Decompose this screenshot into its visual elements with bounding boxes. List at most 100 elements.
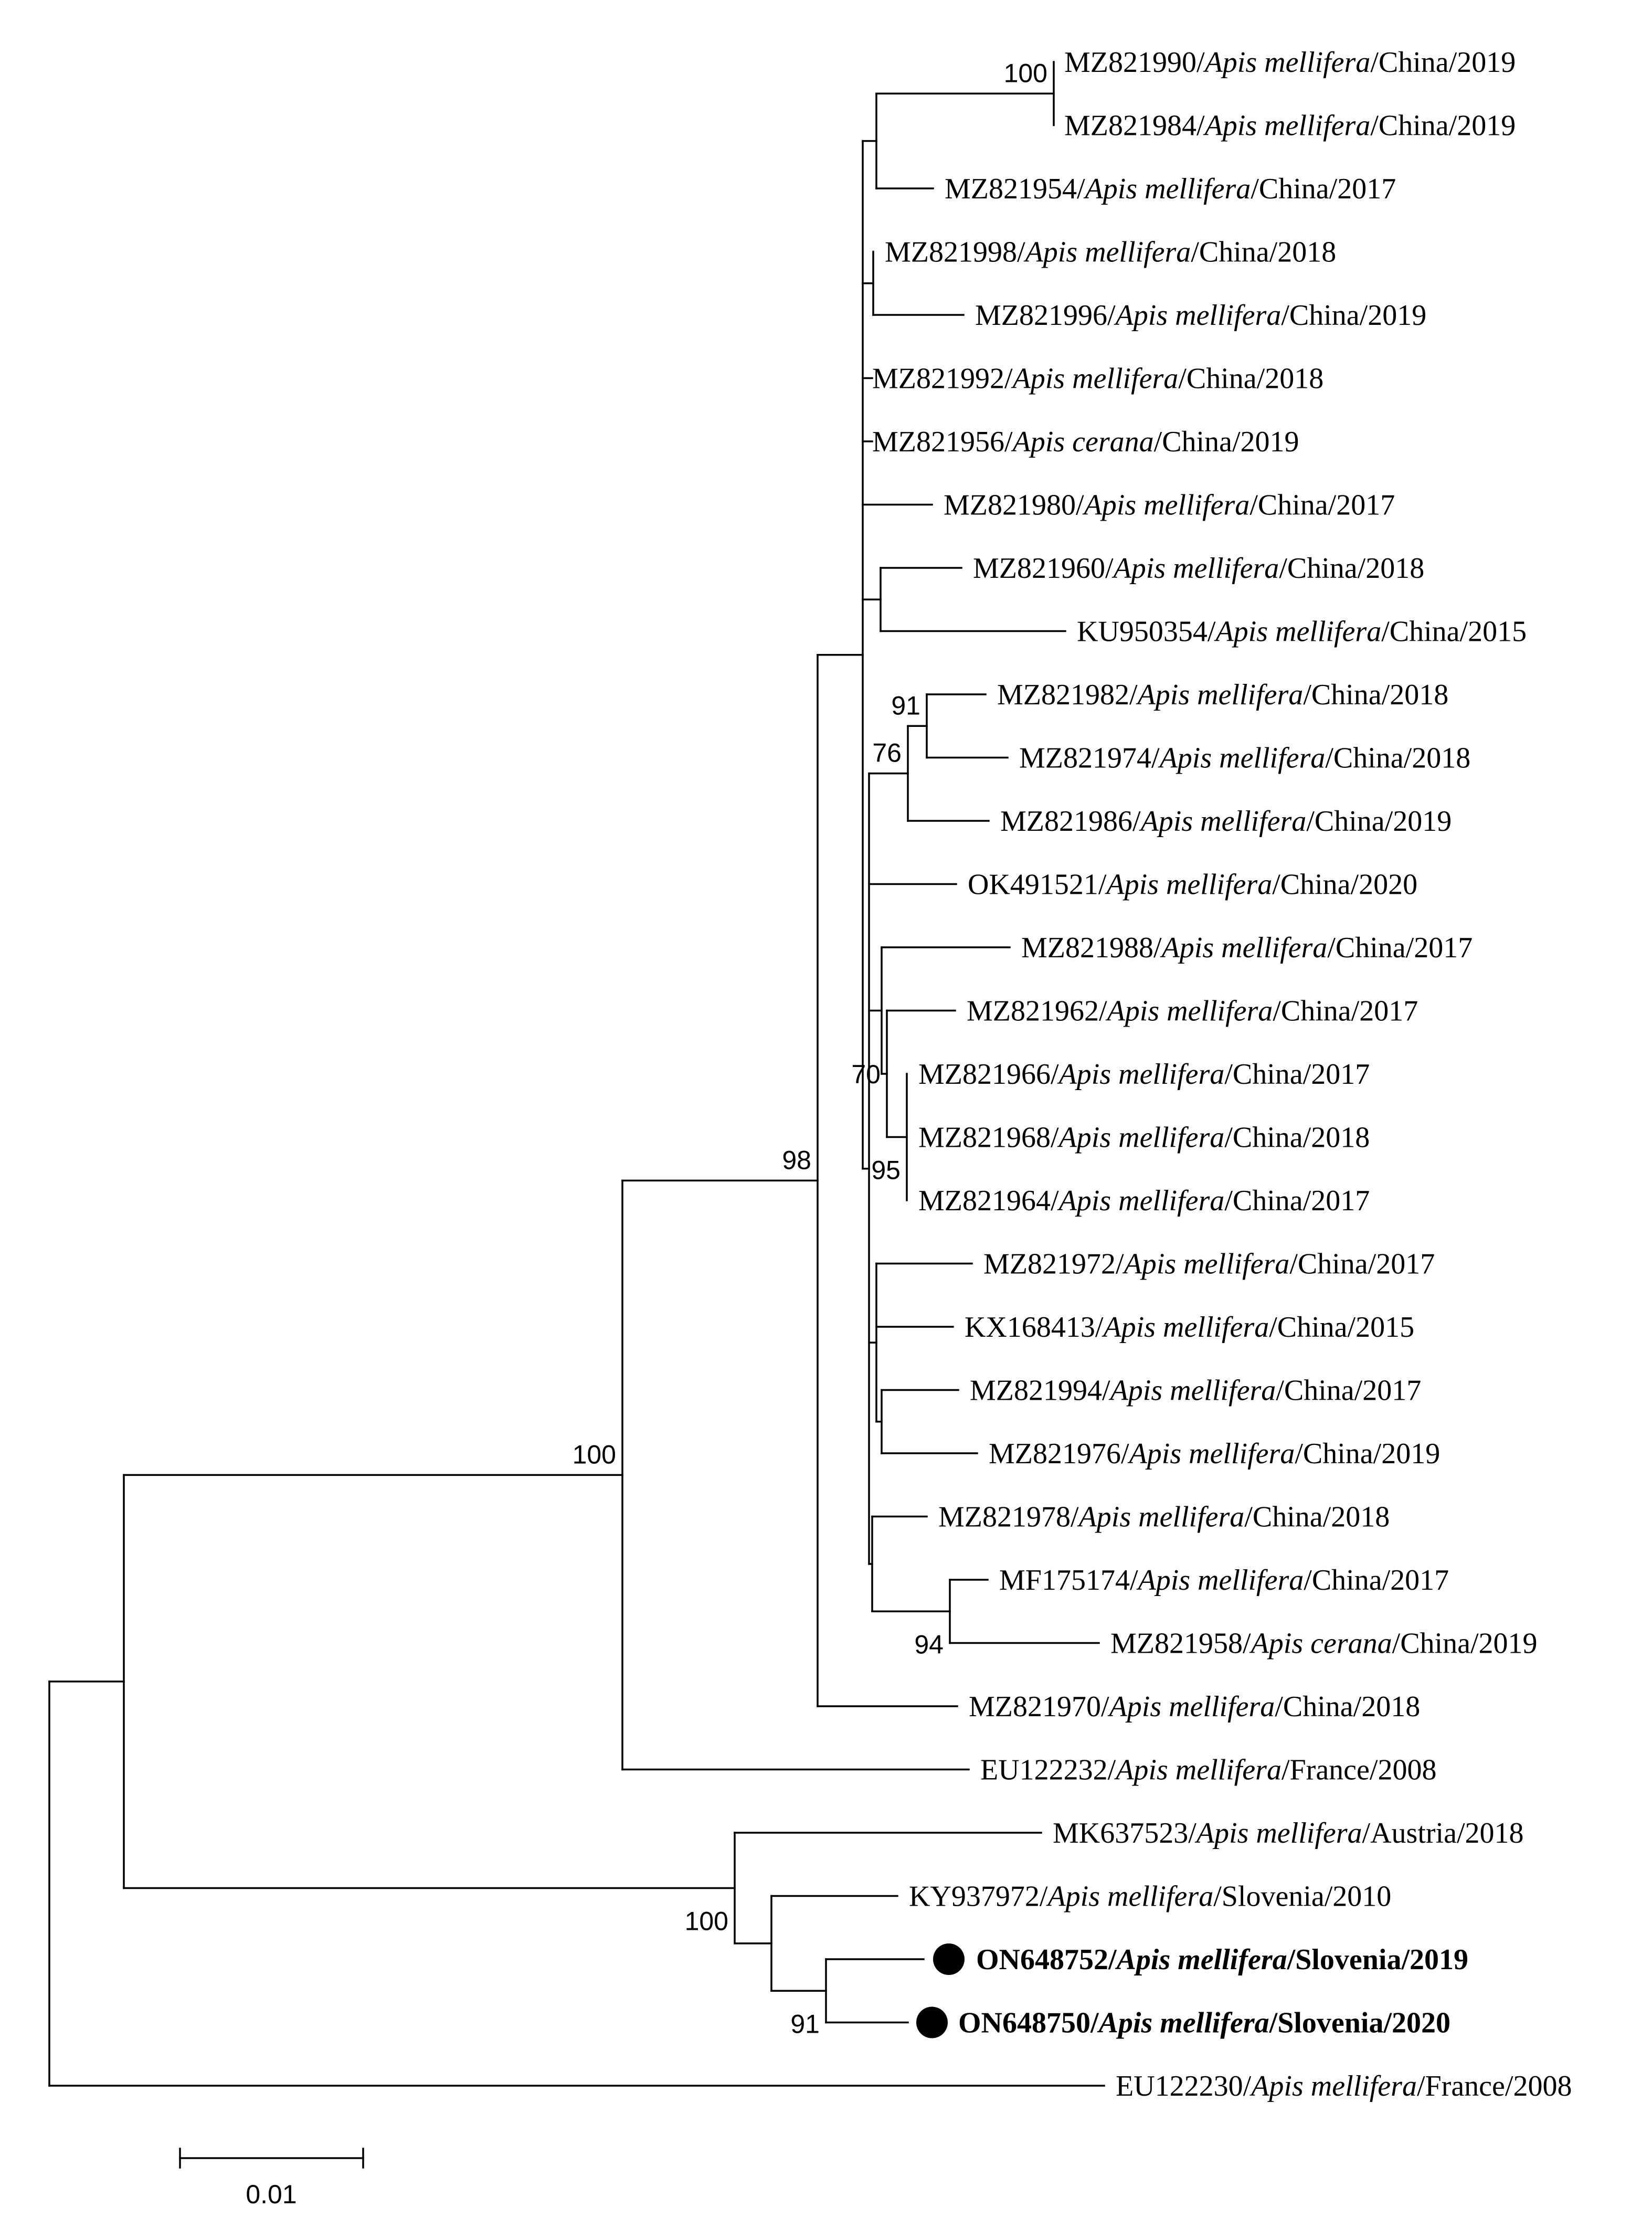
leaf-label-mz821954: MZ821954/Apis mellifera/China/2017: [945, 173, 1396, 205]
leaf-species: Apis mellifera: [1057, 1185, 1225, 1217]
leaf-separator: /: [1196, 46, 1205, 79]
bootstrap-clade-china: 98: [782, 1145, 811, 1175]
leaf-accession: MK637523: [1053, 1817, 1188, 1850]
leaf-origin: China/2018: [1187, 363, 1323, 395]
leaf-accession: KY937972: [909, 1880, 1040, 1913]
leaf-origin: China/2017: [1284, 1375, 1421, 1407]
leaf-species: Apis mellifera: [1194, 1817, 1362, 1850]
leaf-species: Apis mellifera: [1082, 489, 1250, 522]
leaf-origin: China/2017: [1336, 932, 1473, 964]
leaf-separator: /: [1040, 1880, 1048, 1913]
leaf-species: Apis mellifera: [1122, 1248, 1290, 1281]
leaf-species: Apis mellifera: [1104, 869, 1272, 901]
leaf-separator: /: [1208, 616, 1216, 648]
leaf-species: Apis cerana: [1249, 1628, 1392, 1660]
tree-branches: [48, 61, 1105, 2087]
leaf-origin: Slovenia/2019: [1295, 1943, 1468, 1976]
leaf-separator: /: [1213, 1880, 1222, 1913]
leaf-accession: MZ821984: [1064, 110, 1196, 142]
leaf-separator: /: [1071, 1501, 1079, 1534]
leaf-label-mz821978: MZ821978/Apis mellifera/China/2018: [938, 1501, 1390, 1534]
leaf-label-eu122230: EU122230/Apis mellifera/France/2008: [1116, 2070, 1572, 2102]
bootstrap-clade-h: 70: [851, 1060, 881, 1089]
leaf-origin: Slovenia/2010: [1222, 1880, 1392, 1913]
leaf-separator: /: [1282, 1754, 1290, 1787]
leaf-species: Apis mellifera: [1011, 363, 1179, 395]
leaf-label-mz821974: MZ821974/Apis mellifera/China/2018: [1019, 742, 1470, 775]
leaf-separator: /: [1076, 489, 1084, 522]
leaf-origin: China/2015: [1390, 616, 1527, 648]
leaf-species: Apis mellifera: [1249, 2070, 1417, 2102]
leaf-species: Apis mellifera: [1057, 1122, 1225, 1154]
leaf-separator: /: [1095, 1311, 1104, 1344]
leaf-label-mz821988: MZ821988/Apis mellifera/China/2017: [1021, 932, 1473, 964]
leaf-label-mz821958: MZ821958/Apis cerana/China/2019: [1110, 1628, 1538, 1660]
leaf-origin: China/2019: [1379, 46, 1516, 79]
leaf-accession: MZ821988: [1021, 932, 1153, 964]
leaf-separator: /: [1178, 363, 1187, 395]
leaf-origin: China/2017: [1312, 1564, 1449, 1597]
leaf-accession: MZ821982: [997, 679, 1129, 711]
leaf-separator: /: [1130, 1564, 1138, 1597]
leaf-separator: /: [1275, 1690, 1283, 1723]
leaf-separator: /: [1101, 1690, 1109, 1723]
filled-circle-icon: [933, 1943, 965, 1975]
leaf-origin: China/2018: [1283, 1690, 1420, 1723]
leaf-species: Apis mellifera: [1101, 1311, 1269, 1344]
leaf-label-mk637523: MK637523/Apis mellifera/Austria/2018: [1053, 1817, 1524, 1850]
leaf-separator: /: [1004, 363, 1013, 395]
leaf-species: Apis mellifera: [1136, 1564, 1304, 1597]
leaf-label-mz821992: MZ821992/Apis mellifera/China/2018: [872, 363, 1323, 395]
leaf-label-mz821968: MZ821968/Apis mellifera/China/2018: [918, 1122, 1370, 1154]
leaf-species: Apis mellifera: [1115, 1943, 1287, 1976]
leaf-separator: /: [1077, 173, 1085, 205]
leaf-label-ku950354: KU950354/Apis mellifera/China/2015: [1077, 616, 1527, 648]
leaf-separator: /: [1279, 552, 1287, 585]
leaf-species: Apis mellifera: [1114, 299, 1282, 332]
leaf-separator: /: [1099, 995, 1107, 1028]
bootstrap-clade-t: 100: [685, 1906, 728, 1936]
leaf-separator: /: [1243, 2070, 1252, 2102]
leaf-accession: MZ821954: [945, 173, 1077, 205]
leaf-separator: /: [1151, 742, 1160, 775]
leaf-species: Apis mellifera: [1203, 46, 1371, 79]
bootstrap-clade-g: 95: [871, 1156, 901, 1185]
leaf-accession: MZ821978: [938, 1501, 1071, 1534]
leaf-separator: /: [1121, 1438, 1129, 1470]
leaf-label-mz821964: MZ821964/Apis mellifera/China/2017: [918, 1185, 1370, 1217]
leaf-accession: MZ821972: [983, 1248, 1116, 1281]
leaf-label-eu122232: EU122232/Apis mellifera/France/2008: [980, 1754, 1436, 1787]
leaf-label-mz821994: MZ821994/Apis mellifera/China/2017: [970, 1375, 1421, 1407]
leaf-separator: /: [1105, 552, 1114, 585]
bootstrap-clade-f: 76: [872, 738, 902, 768]
leaf-accession: MZ821996: [975, 299, 1107, 332]
leaf-separator: /: [1196, 110, 1205, 142]
leaf-species: Apis mellifera: [1213, 616, 1381, 648]
leaf-label-mz821970: MZ821970/Apis mellifera/China/2018: [969, 1690, 1420, 1723]
leaf-species: Apis mellifera: [1108, 1375, 1276, 1407]
leaf-accession: MZ821990: [1064, 46, 1196, 79]
leaf-species: Apis mellifera: [1160, 932, 1328, 964]
leaf-accession: MZ821986: [1000, 805, 1132, 838]
leaf-origin: China/2018: [1199, 236, 1336, 269]
leaf-accession: EU122232: [980, 1754, 1108, 1787]
scale-bar-label: 0.01: [246, 2180, 296, 2209]
leaf-accession: OK491521: [968, 869, 1098, 901]
leaf-species: Apis mellifera: [1136, 679, 1304, 711]
leaf-accession: ON648750: [958, 2007, 1090, 2040]
leaf-accession: MF175174: [999, 1564, 1130, 1597]
scale-bar: 0.01: [179, 2148, 364, 2209]
leaf-separator: /: [1129, 679, 1138, 711]
bootstrap-clade-l: 94: [914, 1630, 944, 1659]
leaf-separator: /: [1132, 805, 1141, 838]
leaf-label-kx168413: KX168413/Apis mellifera/China/2015: [965, 1311, 1414, 1344]
leaf-species: Apis mellifera: [1158, 742, 1326, 775]
leaf-separator: /: [1004, 426, 1013, 458]
leaf-accession: MZ821998: [885, 236, 1017, 269]
leaf-separator: /: [1295, 1438, 1303, 1470]
leaf-label-on648750: ON648750/Apis mellifera/Slovenia/2020: [958, 2007, 1450, 2040]
leaf-label-mz821986: MZ821986/Apis mellifera/China/2019: [1000, 805, 1452, 838]
leaf-origin: France/2008: [1425, 2070, 1572, 2102]
leaf-accession: MZ821994: [970, 1375, 1102, 1407]
leaf-species: Apis mellifera: [1203, 110, 1371, 142]
